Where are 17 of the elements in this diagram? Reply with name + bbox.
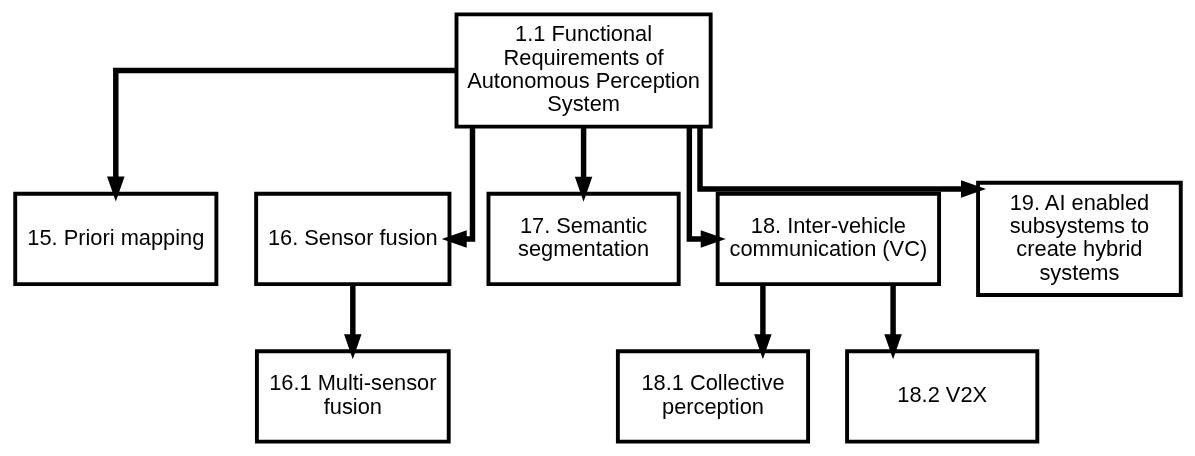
arrow bbox=[883, 284, 902, 360]
arrow bbox=[696, 127, 986, 198]
node-box: 16.1 Multi-sensor fusion bbox=[254, 349, 451, 444]
node-box: 18. Inter-vehicle communication (VC) bbox=[715, 191, 941, 287]
node-box: 19. AI enabled subsystems to create hybrid systems bbox=[975, 180, 1183, 297]
node-box: 15. Priori mapping bbox=[12, 191, 218, 287]
node-box: 18.1 Collective perception bbox=[615, 349, 810, 444]
arrow bbox=[343, 284, 362, 360]
node-box: 17. Semantic segmentation bbox=[486, 191, 681, 287]
arrow bbox=[574, 127, 592, 202]
node-box: 16. Sensor fusion bbox=[253, 191, 451, 287]
arrow bbox=[441, 127, 475, 248]
node-box: 1.1 Functional Requirements of Autonomous Perception System bbox=[454, 12, 713, 129]
arrow bbox=[753, 284, 772, 360]
arrow bbox=[106, 67, 456, 202]
node-box: 18.2 V2X bbox=[844, 349, 1039, 444]
arrow bbox=[686, 127, 726, 248]
